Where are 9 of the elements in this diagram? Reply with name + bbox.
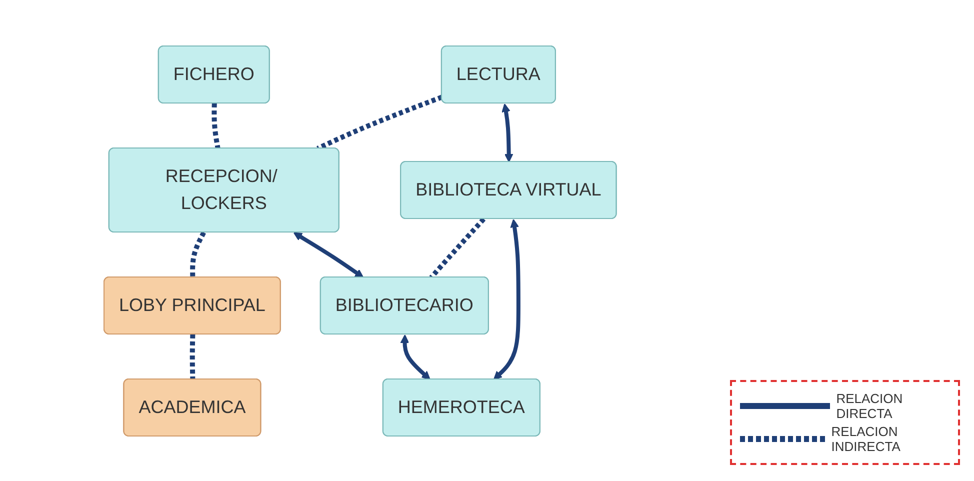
connector (190, 334, 196, 380)
arrow (400, 334, 430, 380)
connector (212, 102, 220, 148)
arrow (502, 103, 514, 162)
arrow (493, 218, 520, 380)
legend-text: RELACION INDIRECTA (831, 424, 902, 454)
arrow (293, 232, 364, 278)
legend-text: RELACION DIRECTA (836, 391, 904, 421)
connector (190, 230, 206, 278)
